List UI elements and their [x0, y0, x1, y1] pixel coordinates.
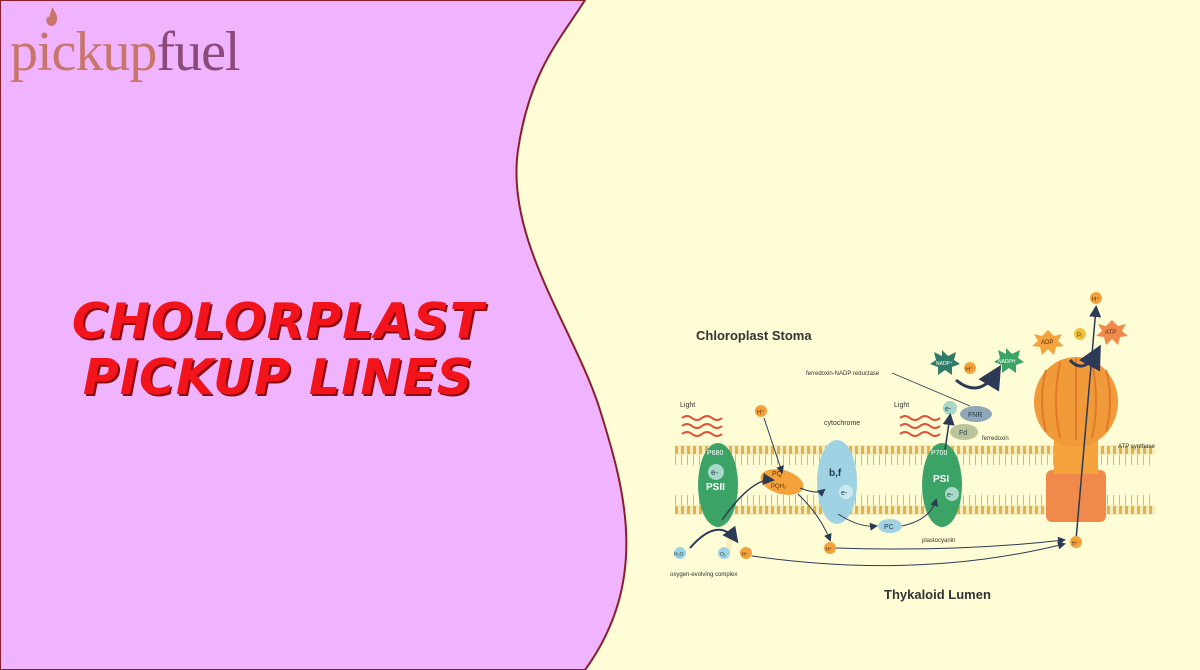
adp-star-icon	[1032, 330, 1064, 355]
hplus-lumen-label: H⁺	[826, 547, 833, 553]
title-line-2: PICKUP LINES	[82, 349, 474, 406]
title-line-1: CHOLORPLAST	[71, 293, 485, 350]
light-rays-left-icon	[681, 415, 723, 437]
adp-label: ADP	[1041, 340, 1053, 346]
hplus-top-icon	[1090, 292, 1102, 304]
hplus-pq-label: H⁺	[757, 409, 765, 416]
pqh2-label: PQH₂	[771, 484, 787, 490]
plastocyanin-label: plastocyanin	[922, 538, 955, 544]
psii-complex	[698, 443, 738, 527]
nadp-label: NADP⁺	[936, 361, 953, 367]
electron-label-top: e-	[945, 406, 952, 413]
pi-icon	[1074, 328, 1086, 340]
fnr-pointer	[891, 372, 971, 407]
o2-icon	[718, 547, 730, 559]
hplus-oec-label: H⁺	[742, 552, 749, 558]
hplus-lumen-icon	[824, 542, 836, 554]
pq-label: PQ	[772, 471, 783, 478]
fnr-icon	[960, 406, 992, 422]
nadph-star-icon	[994, 348, 1024, 373]
oec-label: oxygen-evolving complex	[670, 572, 737, 578]
fd-label: Fd	[959, 430, 967, 437]
h2o-icon	[674, 547, 686, 559]
pc-label: PC	[884, 524, 894, 531]
cytochrome-label: cytochrome	[824, 420, 860, 427]
pq-complex	[760, 469, 804, 495]
logo-part-pickup: pickup	[10, 21, 157, 83]
light-rays-right-icon	[899, 415, 941, 437]
atp-synthase-label: ATP synthase	[1118, 444, 1155, 450]
left-panel	[0, 0, 628, 670]
hplus-pq-icon	[755, 405, 767, 417]
electron-icon	[708, 464, 724, 480]
nadph-label: NADPH	[998, 359, 1016, 365]
hplus-top-label: H⁺	[1092, 296, 1100, 303]
atp-label: ATP	[1105, 330, 1116, 336]
psi-label: PSI	[933, 474, 949, 485]
hplus-synthase-label: H⁺	[1072, 541, 1079, 547]
electron-cyt-icon	[839, 485, 853, 499]
o2-label: O₂	[720, 552, 726, 558]
atp-star-icon	[1096, 320, 1128, 345]
hplus-oec-icon	[740, 547, 752, 559]
electron-top-icon	[943, 401, 957, 415]
chloroplast-diagram: Chloroplast Stoma Thykaloid Lumen Light …	[670, 292, 1155, 602]
lumen-label: Thykaloid Lumen	[884, 587, 991, 602]
page-title: CHOLORPLAST PICKUP LINES	[38, 294, 518, 406]
electron-flow-arrows	[689, 413, 1066, 567]
thylakoid-membrane	[675, 445, 1155, 515]
ferredoxin-label: ferredoxin	[982, 436, 1009, 442]
brand-logo[interactable]: pickupfuel	[10, 21, 240, 83]
atp-arrow	[1068, 344, 1101, 372]
atp-synthase-complex	[1034, 357, 1118, 522]
cytochrome-complex	[817, 440, 857, 524]
light-label-left: Light	[680, 402, 695, 409]
hplus-nadp-label: H⁺	[966, 366, 974, 373]
pc-icon	[878, 519, 902, 533]
stoma-label: Chloroplast Stoma	[696, 328, 812, 343]
p700-label: P700	[931, 450, 947, 457]
p680-label: P680	[707, 450, 723, 457]
h2o-label: H₂O	[674, 552, 684, 558]
electron-label-psi: e-	[947, 492, 954, 499]
electron-psi-icon	[945, 487, 959, 501]
flame-icon	[46, 7, 58, 26]
light-label-right: Light	[894, 402, 909, 409]
nadp-arrow	[955, 364, 1002, 392]
hplus-nadp-icon	[964, 362, 976, 374]
proton-channel-arrow	[1075, 305, 1102, 541]
psii-label: PSII	[706, 482, 725, 493]
hplus-synthase-icon	[1070, 536, 1082, 548]
nadp-star-icon	[930, 350, 960, 375]
fd-icon	[950, 424, 978, 440]
fnr-label: FNR	[968, 412, 982, 419]
electron-label-cyt: e-	[841, 490, 848, 497]
logo-part-fuel: fuel	[156, 21, 240, 83]
electron-label-psii: e-	[711, 468, 718, 477]
bf-label: b,f	[829, 468, 842, 479]
fnr-name-label: ferredoxin-NADP reductase	[806, 371, 880, 377]
pi-label: Pᵢ	[1077, 333, 1082, 339]
